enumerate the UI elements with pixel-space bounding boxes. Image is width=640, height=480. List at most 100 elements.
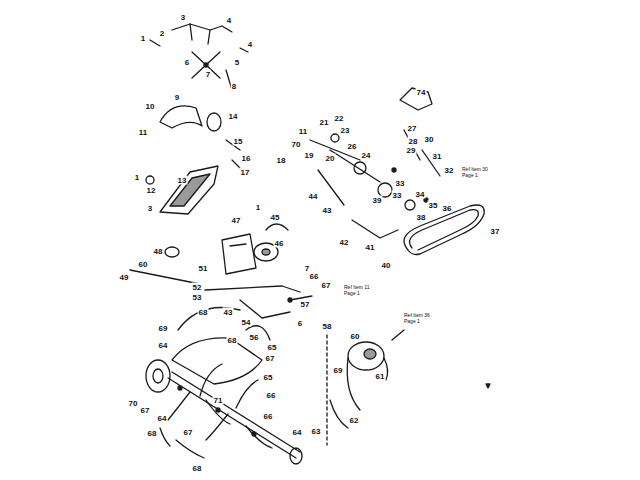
cross-brace	[192, 52, 220, 78]
callout-number: 67	[265, 354, 276, 363]
bolt-head	[178, 386, 182, 390]
wheel	[146, 360, 170, 392]
callout-number: 1	[140, 34, 146, 43]
callout-number: 6	[297, 319, 303, 328]
callout-number: 15	[233, 137, 244, 146]
guard-arc	[266, 224, 288, 230]
hitch	[330, 400, 348, 428]
reference-note: Ref Item 36 Page 1	[404, 312, 432, 324]
callout-number: 13	[177, 176, 188, 185]
shaft	[310, 140, 380, 205]
control-rod	[130, 270, 300, 292]
callout-number: 67	[140, 406, 151, 415]
callout-number: 68	[227, 336, 238, 345]
callout-number: 70	[291, 140, 302, 149]
callout-number: 69	[333, 366, 344, 375]
callout-number: 43	[223, 308, 234, 317]
callout-number: 58	[322, 322, 333, 331]
callout-number: 66	[266, 391, 277, 400]
handle-bracket	[172, 24, 232, 32]
mount-bracket	[222, 234, 256, 274]
callout-number: 3	[180, 13, 186, 22]
nut	[204, 63, 208, 67]
callout-number: 18	[276, 156, 287, 165]
callout-number: 48	[153, 247, 164, 256]
callout-number: 38	[416, 213, 427, 222]
tine-axle	[168, 372, 300, 458]
callout-number: 7	[304, 264, 310, 273]
callout-number: 54	[241, 318, 252, 327]
pulley-hub	[262, 249, 270, 255]
callout-number: 56	[249, 333, 260, 342]
callout-number: 30	[424, 135, 435, 144]
callout-number: 31	[432, 152, 443, 161]
callout-number: 41	[365, 243, 376, 252]
callout-number: 22	[334, 114, 345, 123]
idler-arm	[352, 220, 398, 238]
callout-number: 10	[145, 102, 156, 111]
reference-note: Ref Item 11 Page 1	[344, 284, 372, 296]
callout-number: 74	[416, 88, 427, 97]
gear-case	[348, 342, 384, 370]
callout-number: 6	[184, 58, 190, 67]
callout-number: 32	[444, 166, 455, 175]
callout-number: 46	[274, 239, 285, 248]
washer	[146, 176, 154, 184]
callout-number: 44	[308, 192, 319, 201]
callout-number: 23	[340, 126, 351, 135]
handle-tube	[160, 166, 218, 214]
nut	[392, 168, 396, 172]
callout-number: 45	[270, 213, 281, 222]
engine-bracket	[400, 88, 432, 110]
tube-shade	[170, 174, 210, 206]
callout-number: 14	[228, 112, 239, 121]
control-knob	[165, 247, 179, 257]
callout-number: 66	[263, 412, 274, 421]
gear-case-body	[347, 358, 387, 410]
callout-number: 9	[174, 93, 180, 102]
callout-number: 69	[158, 324, 169, 333]
callout-number: 60	[350, 332, 361, 341]
small-mark	[486, 384, 490, 388]
callout-number: 28	[408, 137, 419, 146]
callout-number: 65	[263, 373, 274, 382]
callout-number: 33	[392, 191, 403, 200]
callout-number: 29	[406, 146, 417, 155]
knob	[207, 113, 221, 131]
callout-number: 3	[147, 204, 153, 213]
gear	[331, 134, 339, 142]
callout-number: 1	[255, 203, 261, 212]
callout-number: 60	[138, 260, 149, 269]
callout-number: 49	[119, 273, 130, 282]
axle-hub	[290, 448, 302, 464]
callout-number: 17	[240, 168, 251, 177]
callout-number: 68	[147, 429, 158, 438]
callout-number: 52	[192, 283, 203, 292]
callout-number: 64	[157, 414, 168, 423]
handle-bracket	[190, 24, 210, 44]
callout-number: 20	[325, 154, 336, 163]
callout-number: 64	[158, 341, 169, 350]
callout-number: 68	[198, 308, 209, 317]
bolt-head	[216, 408, 220, 412]
callout-number: 4	[226, 16, 232, 25]
bolt-head	[252, 432, 256, 436]
callout-number: 36	[442, 204, 453, 213]
callout-number: 8	[231, 82, 237, 91]
linkage	[240, 296, 312, 318]
callout-number: 12	[146, 186, 157, 195]
callout-number: 43	[322, 206, 333, 215]
callout-number: 47	[231, 216, 242, 225]
callout-number: 61	[375, 372, 386, 381]
callout-number: 67	[321, 281, 332, 290]
nut	[288, 298, 292, 302]
tine-blade	[168, 364, 272, 448]
gear-case-hub	[364, 349, 376, 359]
callout-number: 63	[311, 427, 322, 436]
callout-number: 67	[183, 428, 194, 437]
callout-number: 68	[192, 464, 203, 473]
callout-number: 70	[128, 399, 139, 408]
callout-number: 5	[234, 58, 240, 67]
